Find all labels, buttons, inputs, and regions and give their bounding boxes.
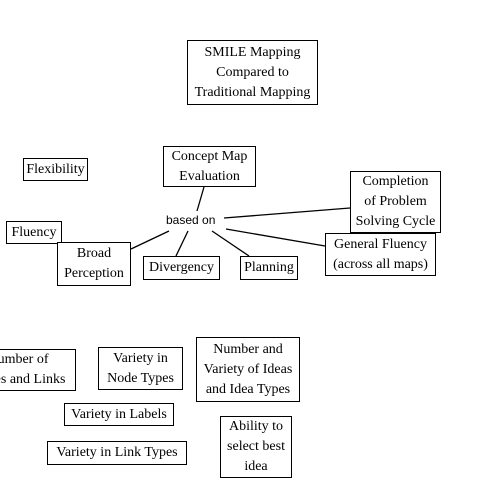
node-text: SMILE Mapping xyxy=(204,44,301,60)
node-text: Number and xyxy=(213,341,283,357)
node-planning[interactable]: Planning xyxy=(240,256,298,280)
node-text: of Problem xyxy=(364,194,427,209)
node-text: General Fluency xyxy=(334,236,427,252)
node-concept-map-evaluation[interactable]: Concept Map Evaluation xyxy=(163,146,256,187)
node-number-and-variety-of-ideas[interactable]: Number and Variety of Ideas and Idea Typ… xyxy=(196,337,300,402)
link-cme-to-basedon xyxy=(196,186,205,212)
node-text: Evaluation xyxy=(179,168,240,184)
link-label-based-on[interactable]: based on xyxy=(166,213,216,227)
node-text: Variety in Link Types xyxy=(56,445,178,460)
node-completion-problem-solving[interactable]: Completion of Problem Solving Cycle xyxy=(350,171,441,233)
node-text: Variety in xyxy=(113,350,168,366)
node-text: idea xyxy=(244,459,268,474)
node-text: Compared to xyxy=(216,64,289,80)
node-flexibility[interactable]: Flexibility xyxy=(23,158,88,181)
node-text: Completion xyxy=(362,174,429,189)
node-text: Broad xyxy=(76,246,112,261)
node-variety-in-labels[interactable]: Variety in Labels xyxy=(64,403,174,426)
node-text: Variety in Labels xyxy=(71,406,167,422)
link-basedon-to-general-fluency xyxy=(225,228,326,247)
node-general-fluency[interactable]: General Fluency (across all maps) xyxy=(325,233,436,276)
link-basedon-to-broad-perception xyxy=(130,230,170,250)
node-variety-in-node-types[interactable]: Variety in Node Types xyxy=(98,347,183,390)
node-text: and Idea Types xyxy=(205,381,291,397)
node-smile-title[interactable]: SMILE Mapping Compared to Traditional Ma… xyxy=(187,40,318,105)
node-broad-perception[interactable]: Broad Perception xyxy=(57,242,131,286)
node-text: Concept Map xyxy=(171,148,248,164)
node-text: Flexibility xyxy=(26,161,85,177)
node-text: (across all maps) xyxy=(333,256,428,272)
node-text: Node Types xyxy=(107,370,174,386)
node-text: Divergency xyxy=(148,260,215,275)
node-text: select best xyxy=(227,439,285,454)
link-basedon-to-planning xyxy=(211,230,250,257)
node-number-of-nodes-and-links[interactable]: Number of Nodes and Links xyxy=(0,349,76,391)
link-basedon-to-completion xyxy=(223,207,351,219)
node-text: Traditional Mapping xyxy=(194,84,311,100)
node-ability-to-select-best-idea[interactable]: Ability to select best idea xyxy=(220,416,292,478)
node-text: Fluency xyxy=(11,224,57,240)
node-text: Nodes and Links xyxy=(0,372,66,387)
node-text: Perception xyxy=(64,266,124,281)
node-text: Planning xyxy=(244,260,294,275)
node-text: Solving Cycle xyxy=(355,214,436,229)
node-text: Ability to xyxy=(228,419,284,434)
node-variety-in-link-types[interactable]: Variety in Link Types xyxy=(47,441,187,465)
node-text: Variety of Ideas xyxy=(203,361,293,377)
node-text: Number of xyxy=(0,352,49,367)
node-fluency[interactable]: Fluency xyxy=(6,221,62,244)
link-basedon-to-divergency xyxy=(175,230,189,257)
node-divergency[interactable]: Divergency xyxy=(143,256,220,280)
